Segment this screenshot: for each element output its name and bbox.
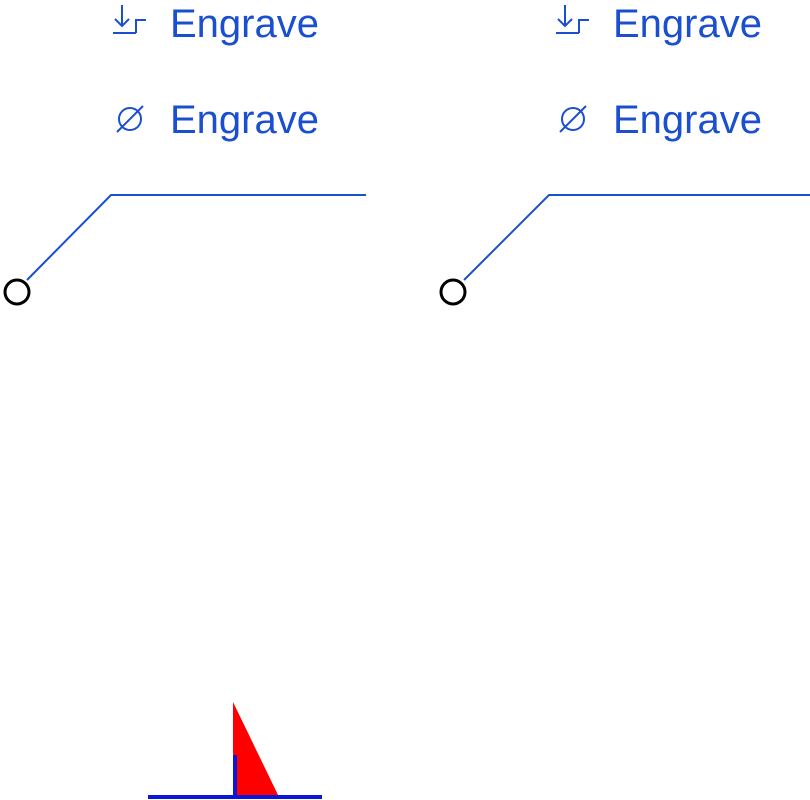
- weld-flag-icon: [233, 702, 279, 797]
- callout-label-3: Engrave: [613, 2, 762, 46]
- callout-label-1: Engrave: [170, 2, 319, 46]
- weld-symbol[interactable]: [148, 702, 322, 799]
- annotation-group-left[interactable]: Engrave Engrave: [3, 2, 366, 306]
- leader-line: [463, 194, 810, 281]
- callout-label-2: Engrave: [170, 98, 319, 142]
- diameter-icon: [116, 105, 144, 133]
- leader-line: [26, 194, 366, 281]
- callout-label-4: Engrave: [613, 98, 762, 142]
- leader-end-circle[interactable]: [3, 278, 31, 306]
- leader-end-circle[interactable]: [439, 278, 467, 306]
- counterbore-icon: [556, 5, 589, 34]
- diameter-icon: [559, 105, 587, 133]
- annotation-group-right[interactable]: Engrave Engrave: [439, 2, 810, 306]
- counterbore-icon: [113, 5, 146, 34]
